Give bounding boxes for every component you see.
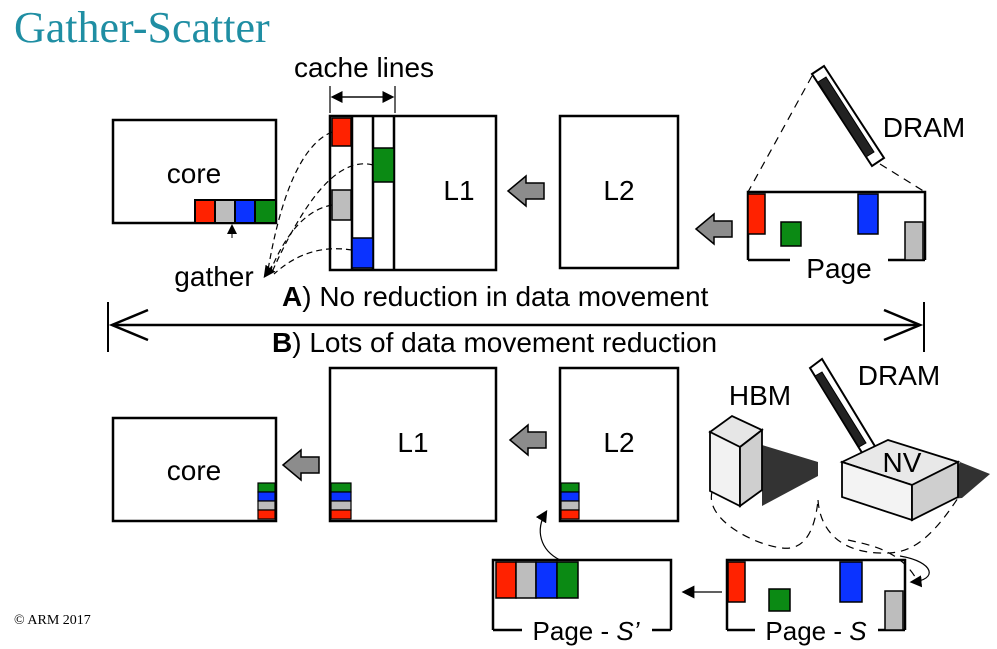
b-core-label: core [167, 455, 221, 486]
b-l1-label: L1 [397, 427, 428, 458]
a-l2-label: L2 [603, 175, 634, 206]
a-gather-label: gather [174, 261, 253, 292]
a-arrow-dram-to-l2 [694, 212, 733, 246]
a-dram-module [810, 64, 886, 168]
b-l2-stack [560, 482, 580, 520]
a-dram-label: DRAM [883, 112, 965, 143]
caption-a: A) No reduction in data movement [282, 281, 709, 312]
b-page-s-prime-label: Page - S’ [533, 616, 641, 646]
b-arrow-into-page-s [899, 555, 930, 588]
b-page-s-prime: Page - S’ [491, 558, 673, 646]
b-l2-label: L2 [603, 427, 634, 458]
b-hbm-label: HBM [729, 380, 791, 411]
b-l1-stack [330, 482, 352, 520]
slide-title: Gather-Scatter [14, 3, 270, 52]
b-core-stack [257, 482, 276, 520]
a-cache-lines-label: cache lines [294, 52, 434, 83]
b-nv-block: NV [839, 439, 990, 522]
a-page-label: Page [806, 253, 871, 284]
b-arrow-l2-to-l1 [508, 423, 547, 457]
divider-arrow [107, 302, 925, 352]
b-l1-box: L1 [328, 366, 498, 523]
b-dram-label: DRAM [858, 360, 940, 391]
b-nv-label: NV [883, 447, 922, 478]
a-l1-label: L1 [443, 175, 474, 206]
a-core-box: core [111, 118, 278, 225]
b-funnel [710, 491, 959, 581]
b-l2-box: L2 [558, 366, 680, 523]
b-page-s: Page - S [725, 558, 907, 646]
a-core-label: core [167, 158, 221, 189]
b-arrow-l1-to-core [281, 448, 320, 482]
b-hbm-cube [708, 414, 818, 508]
a-l1-box: L1 [328, 114, 498, 272]
a-gather-curves [267, 131, 374, 275]
copyright: © ARM 2017 [14, 613, 91, 628]
b-page-s-label: Page - S [765, 616, 867, 646]
b-arrow-sprime-to-l2 [535, 509, 561, 561]
b-core-box: core [111, 416, 278, 523]
a-page: Page [746, 190, 927, 284]
a-core-register [194, 199, 277, 224]
a-arrow-l2-to-l1 [506, 174, 545, 208]
caption-b: B) Lots of data movement reduction [272, 327, 717, 358]
b-dram-module [808, 357, 878, 458]
a-l2-box: L2 [558, 114, 680, 270]
